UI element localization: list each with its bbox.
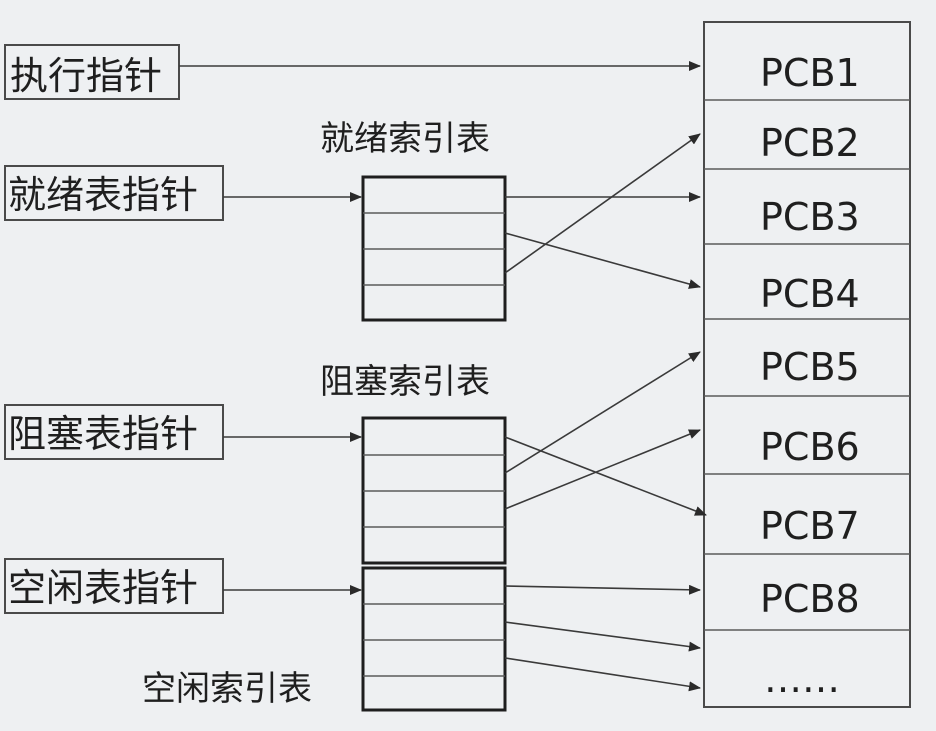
ready-index-table xyxy=(361,175,507,322)
ready-index-title: 就绪索引表 xyxy=(320,119,490,159)
free-index-title: 空闲索引表 xyxy=(142,669,312,709)
blocked-entry-2-arrow xyxy=(504,351,701,474)
pcb-row-7: PCB7 xyxy=(760,504,860,548)
pcb-row-5: PCB5 xyxy=(760,345,860,389)
pcb-row-4: PCB4 xyxy=(760,272,860,316)
ready-entry-3-arrow xyxy=(504,133,701,274)
blocked-pointer-label: 阻塞表指针 xyxy=(8,412,198,456)
free-pointer-box xyxy=(4,558,224,614)
free-pointer-label: 空闲表指针 xyxy=(8,566,198,610)
free-entry-2-arrow xyxy=(504,621,701,652)
ready-entry-2-arrow xyxy=(504,232,701,289)
free-entry-3-arrow xyxy=(504,657,701,692)
exec-pointer-box xyxy=(4,44,180,100)
pcb-row-2: PCB2 xyxy=(760,121,860,165)
ready-pointer-box xyxy=(4,165,224,221)
ready-pointer-label: 就绪表指针 xyxy=(8,173,198,217)
blocked-entry-3-arrow xyxy=(504,429,701,510)
pcb-row-1: PCB1 xyxy=(760,51,860,95)
free-index-table xyxy=(361,566,507,712)
blocked-pointer-box xyxy=(4,404,224,460)
exec-pointer-label: 执行指针 xyxy=(10,54,162,98)
pcb-row-more: …… xyxy=(764,657,840,701)
free-entry-1-arrow xyxy=(504,584,701,595)
blocked-index-table xyxy=(361,416,507,565)
pcb-row-3: PCB3 xyxy=(760,195,860,239)
pcb-row-8: PCB8 xyxy=(760,577,860,621)
pcb-table xyxy=(703,21,911,708)
blocked-index-title: 阻塞索引表 xyxy=(320,362,490,402)
pcb-row-6: PCB6 xyxy=(760,425,860,469)
blocked-entry-1-arrow xyxy=(504,436,707,516)
